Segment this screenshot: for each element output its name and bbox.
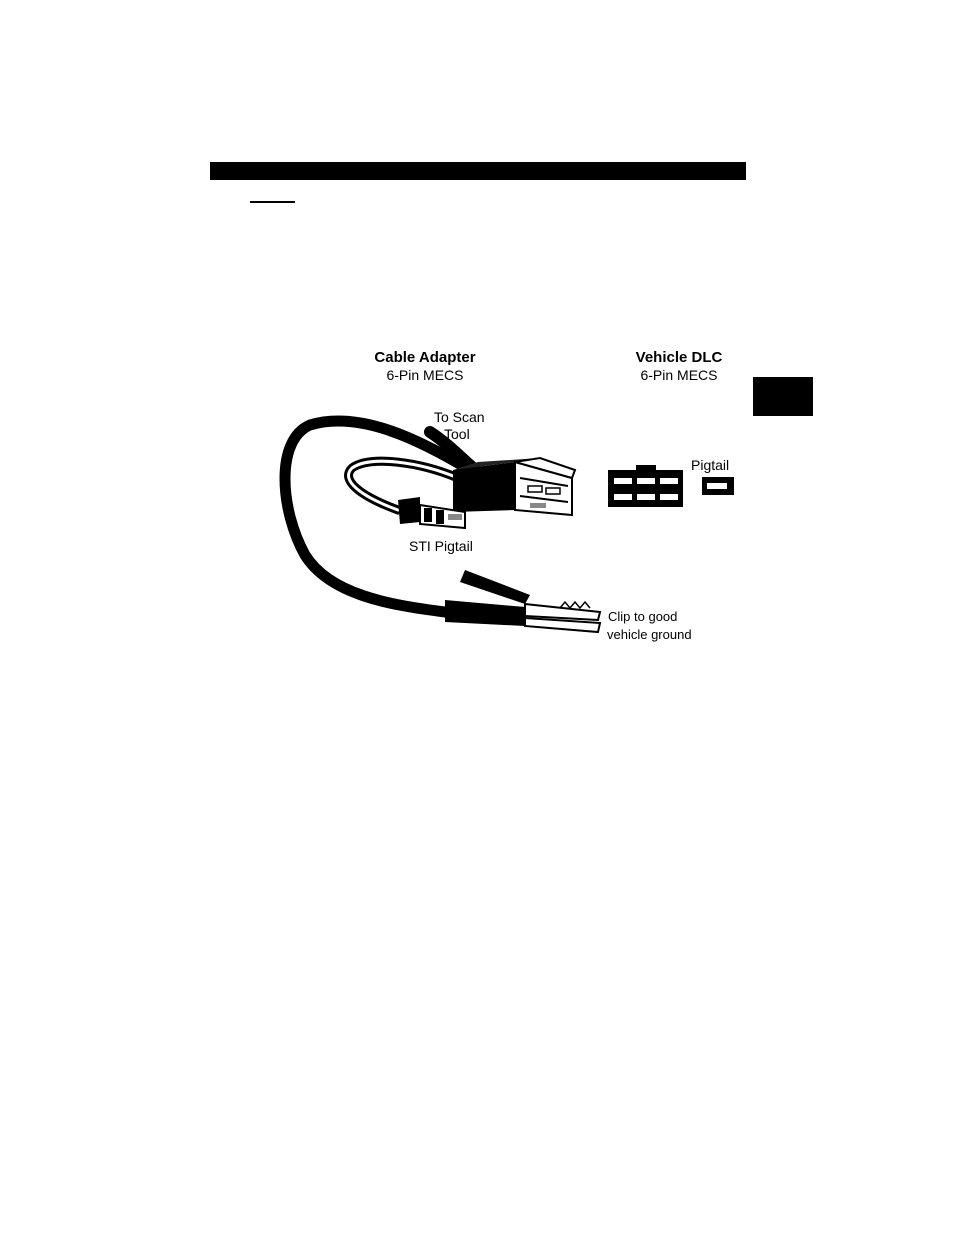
sti-pigtail-label: STI Pigtail (409, 538, 473, 554)
vehicle-dlc-subtitle: 6-Pin MECS (640, 367, 718, 383)
cable-adapter-title: Cable Adapter (374, 349, 476, 366)
vehicle-dlc-title: Vehicle DLC (635, 349, 723, 366)
section-header-bar (210, 162, 746, 180)
ground-cable (279, 415, 476, 618)
vehicle-dlc-connector (608, 465, 683, 507)
note-underline (250, 201, 295, 203)
cable-adapter-subtitle: 6-Pin MECS (386, 367, 464, 383)
clip-label-line2: vehicle ground (607, 627, 692, 642)
cable-adapter-connector (453, 456, 577, 517)
chapter-side-tab (753, 377, 813, 416)
to-scan-tool-label-line2: Tool (444, 426, 470, 442)
sti-pigtail-plug (398, 497, 466, 530)
to-scan-tool-label-line1: To Scan (434, 409, 485, 425)
pigtail-label: Pigtail (691, 457, 730, 473)
vehicle-pigtail-connector (702, 477, 734, 495)
clip-label-line1: Clip to good (608, 609, 678, 624)
ground-clip (445, 570, 602, 634)
